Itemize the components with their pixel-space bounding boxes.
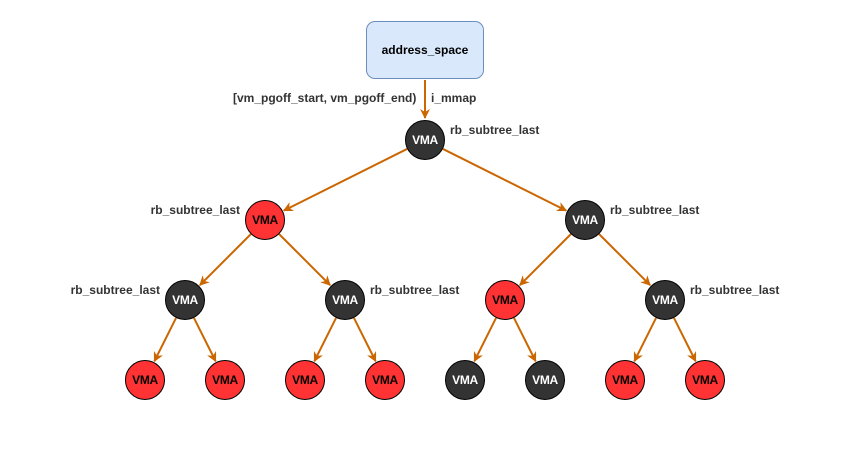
tree-edge-n0-n2	[442, 148, 568, 212]
address-space-box: address_space	[366, 21, 484, 79]
tree-edge-n3-n7	[153, 317, 177, 363]
tree-edge-n1-n3	[199, 233, 252, 286]
vma-node-red: VMA	[485, 280, 525, 320]
vma-node-black: VMA	[405, 120, 445, 160]
tree-edge-n0-n1	[282, 148, 408, 212]
vma-node-red: VMA	[685, 360, 725, 400]
rb-subtree-last-label: rb_subtree_last	[370, 283, 460, 297]
vma-node-black: VMA	[565, 200, 605, 240]
rb-subtree-last-label: rb_subtree_last	[70, 283, 160, 297]
i-mmap-label: i_mmap	[431, 91, 477, 105]
rb-subtree-last-label: rb_subtree_last	[150, 203, 240, 217]
tree-edge-n3-n8	[193, 317, 217, 363]
tree-edge-n5-n12	[513, 317, 537, 363]
tree-edge-n6-n14	[673, 317, 697, 363]
vma-node-red: VMA	[285, 360, 325, 400]
vma-node-red: VMA	[205, 360, 245, 400]
tree-edge-n6-n13	[633, 317, 657, 363]
vma-node-red: VMA	[125, 360, 165, 400]
tree-edge-n2-n5	[519, 233, 572, 286]
rb-subtree-last-label: rb_subtree_last	[450, 123, 540, 137]
rb-subtree-last-label: rb_subtree_last	[610, 203, 700, 217]
tree-edge-n4-n10	[353, 317, 377, 363]
tree-edge-n4-n9	[313, 317, 337, 363]
vma-node-red: VMA	[605, 360, 645, 400]
tree-edge-n2-n6	[598, 233, 651, 286]
vma-node-black: VMA	[525, 360, 565, 400]
tree-edge-n5-n11	[473, 317, 497, 363]
vma-node-black: VMA	[645, 280, 685, 320]
rb-subtree-last-label: rb_subtree_last	[690, 283, 780, 297]
vma-node-red: VMA	[365, 360, 405, 400]
vma-node-black: VMA	[445, 360, 485, 400]
vma-node-black: VMA	[165, 280, 205, 320]
vma-node-black: VMA	[325, 280, 365, 320]
pgoff-range-label: [vm_pgoff_start, vm_pgoff_end)	[233, 91, 417, 105]
tree-edge-n1-n4	[278, 233, 331, 286]
vma-node-red: VMA	[245, 200, 285, 240]
